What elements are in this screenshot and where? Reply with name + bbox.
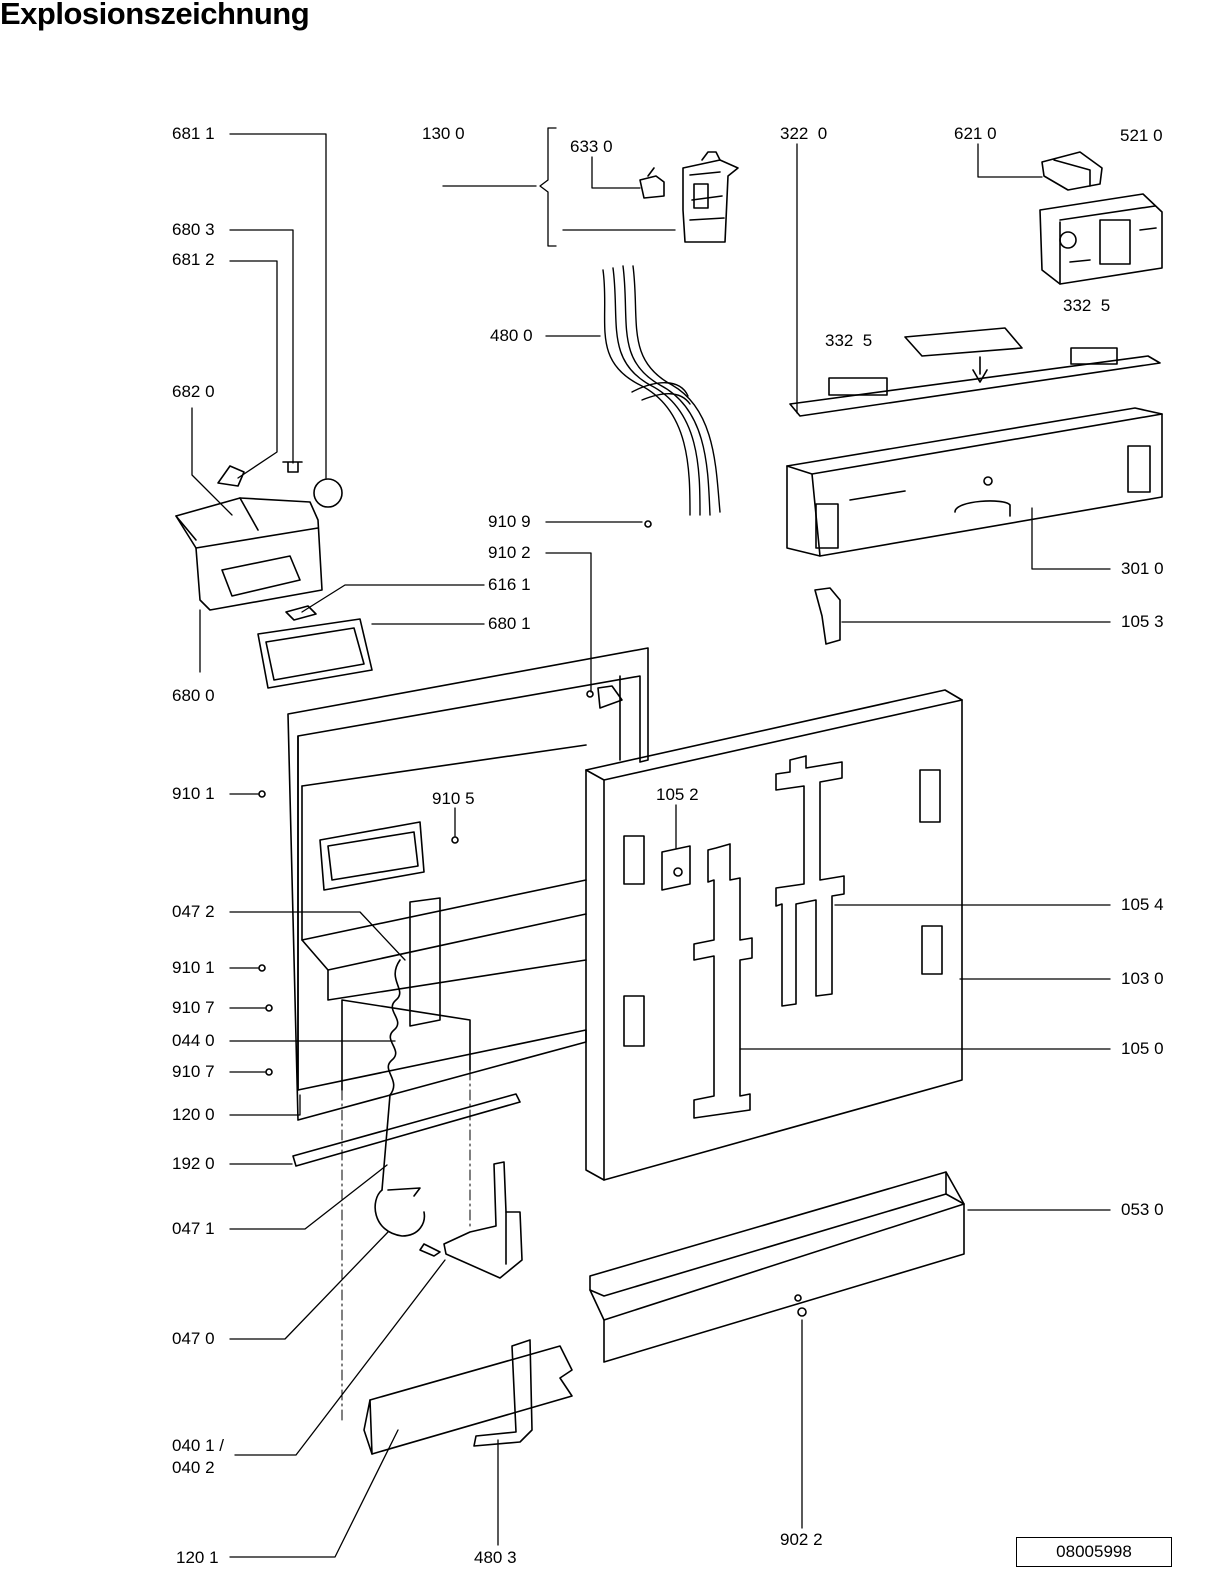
outer-door-panel-part bbox=[585, 689, 963, 1181]
spring-part bbox=[285, 605, 317, 621]
leader-lines bbox=[191, 127, 1111, 1558]
control-panel-part bbox=[786, 407, 1163, 557]
callout-label: 120 0 bbox=[172, 1105, 215, 1124]
rating-plate-part bbox=[904, 327, 1023, 357]
callout-label: 301 0 bbox=[1121, 559, 1164, 578]
callout-label: 332 5 bbox=[825, 331, 873, 350]
callout-label: 105 2 bbox=[656, 785, 699, 804]
microswitch-part bbox=[639, 167, 665, 199]
callout-label: 120 1 bbox=[176, 1548, 219, 1567]
control-board-part bbox=[1039, 193, 1163, 285]
down-arrow-icon bbox=[972, 356, 988, 383]
callout-label: 910 5 bbox=[432, 789, 475, 808]
callout-label: 681 2 bbox=[172, 250, 215, 269]
callout-label: 480 0 bbox=[490, 326, 533, 345]
callout-label: 521 0 bbox=[1120, 126, 1163, 145]
callout-label: 130 0 bbox=[422, 124, 465, 143]
wiring-harness-part bbox=[602, 265, 721, 516]
callout-label: 047 0 bbox=[172, 1329, 215, 1348]
callout-label: 616 1 bbox=[488, 575, 531, 594]
callout-label: 621 0 bbox=[954, 124, 997, 143]
module-cover-part bbox=[1041, 151, 1103, 191]
callout-label: 047 1 bbox=[172, 1219, 215, 1238]
callout-label: 680 0 bbox=[172, 686, 215, 705]
callout-label: 192 0 bbox=[172, 1154, 215, 1173]
callout-label: 044 0 bbox=[172, 1031, 215, 1050]
clip-part bbox=[282, 461, 303, 473]
lower-profile-part bbox=[363, 1345, 573, 1455]
callout-label: 047 2 bbox=[172, 902, 215, 921]
callout-label: 910 1 bbox=[172, 784, 215, 803]
callout-label: 680 1 bbox=[488, 614, 531, 633]
callout-label: 053 0 bbox=[1121, 1200, 1164, 1219]
callout-label: 103 0 bbox=[1121, 969, 1164, 988]
callout-label: 105 4 bbox=[1121, 895, 1164, 914]
callout-label: 910 7 bbox=[172, 998, 215, 1017]
rinse-aid-cap-part bbox=[313, 478, 343, 508]
callout-label: 105 3 bbox=[1121, 612, 1164, 631]
callout-label: 910 1 bbox=[172, 958, 215, 977]
door-reinforcement-upper-part bbox=[775, 755, 845, 1007]
document-number-box: 08005998 bbox=[1016, 1537, 1172, 1567]
callout-label: 910 7 bbox=[172, 1062, 215, 1081]
callout-label: 105 0 bbox=[1121, 1039, 1164, 1058]
callout-label: 681 1 bbox=[172, 124, 215, 143]
door-hinge-part bbox=[443, 1161, 523, 1279]
page-title: Explosionszeichnung bbox=[0, 0, 310, 31]
callout-label: 332 5 bbox=[1063, 296, 1111, 315]
cable-bracket-part bbox=[473, 1339, 533, 1447]
screw-icon-group bbox=[258, 520, 652, 1076]
callout-label: 910 9 bbox=[488, 512, 531, 531]
cable-pulley-part bbox=[374, 1187, 441, 1257]
small-lever-part bbox=[217, 465, 245, 487]
door-reinforcement-part bbox=[693, 843, 753, 1119]
dispenser-gasket-part bbox=[257, 618, 373, 689]
detergent-dispenser-part bbox=[175, 497, 323, 611]
callout-label: 322 0 bbox=[780, 124, 828, 143]
callout-label: 910 2 bbox=[488, 543, 531, 562]
callout-label: 902 2 bbox=[780, 1530, 823, 1549]
callout-label: 480 3 bbox=[474, 1548, 517, 1567]
callout-label: 633 0 bbox=[570, 137, 613, 156]
callout-label: 680 3 bbox=[172, 220, 215, 239]
door-switch-bracket-part bbox=[682, 151, 739, 243]
door-spring-part bbox=[381, 959, 401, 1191]
door-seal-strip-part bbox=[292, 1093, 521, 1167]
kick-plate-part bbox=[589, 1171, 965, 1363]
callout-label: 040 2 bbox=[172, 1458, 215, 1477]
screw-902-part bbox=[794, 1294, 807, 1317]
control-panel-bar-part bbox=[789, 355, 1161, 417]
hinge-bracket-part bbox=[814, 587, 841, 645]
inner-door-frame-part bbox=[287, 647, 649, 1121]
callout-label: 040 1 / bbox=[172, 1436, 224, 1455]
center-lines bbox=[341, 1069, 471, 1421]
callout-label: 682 0 bbox=[172, 382, 215, 401]
